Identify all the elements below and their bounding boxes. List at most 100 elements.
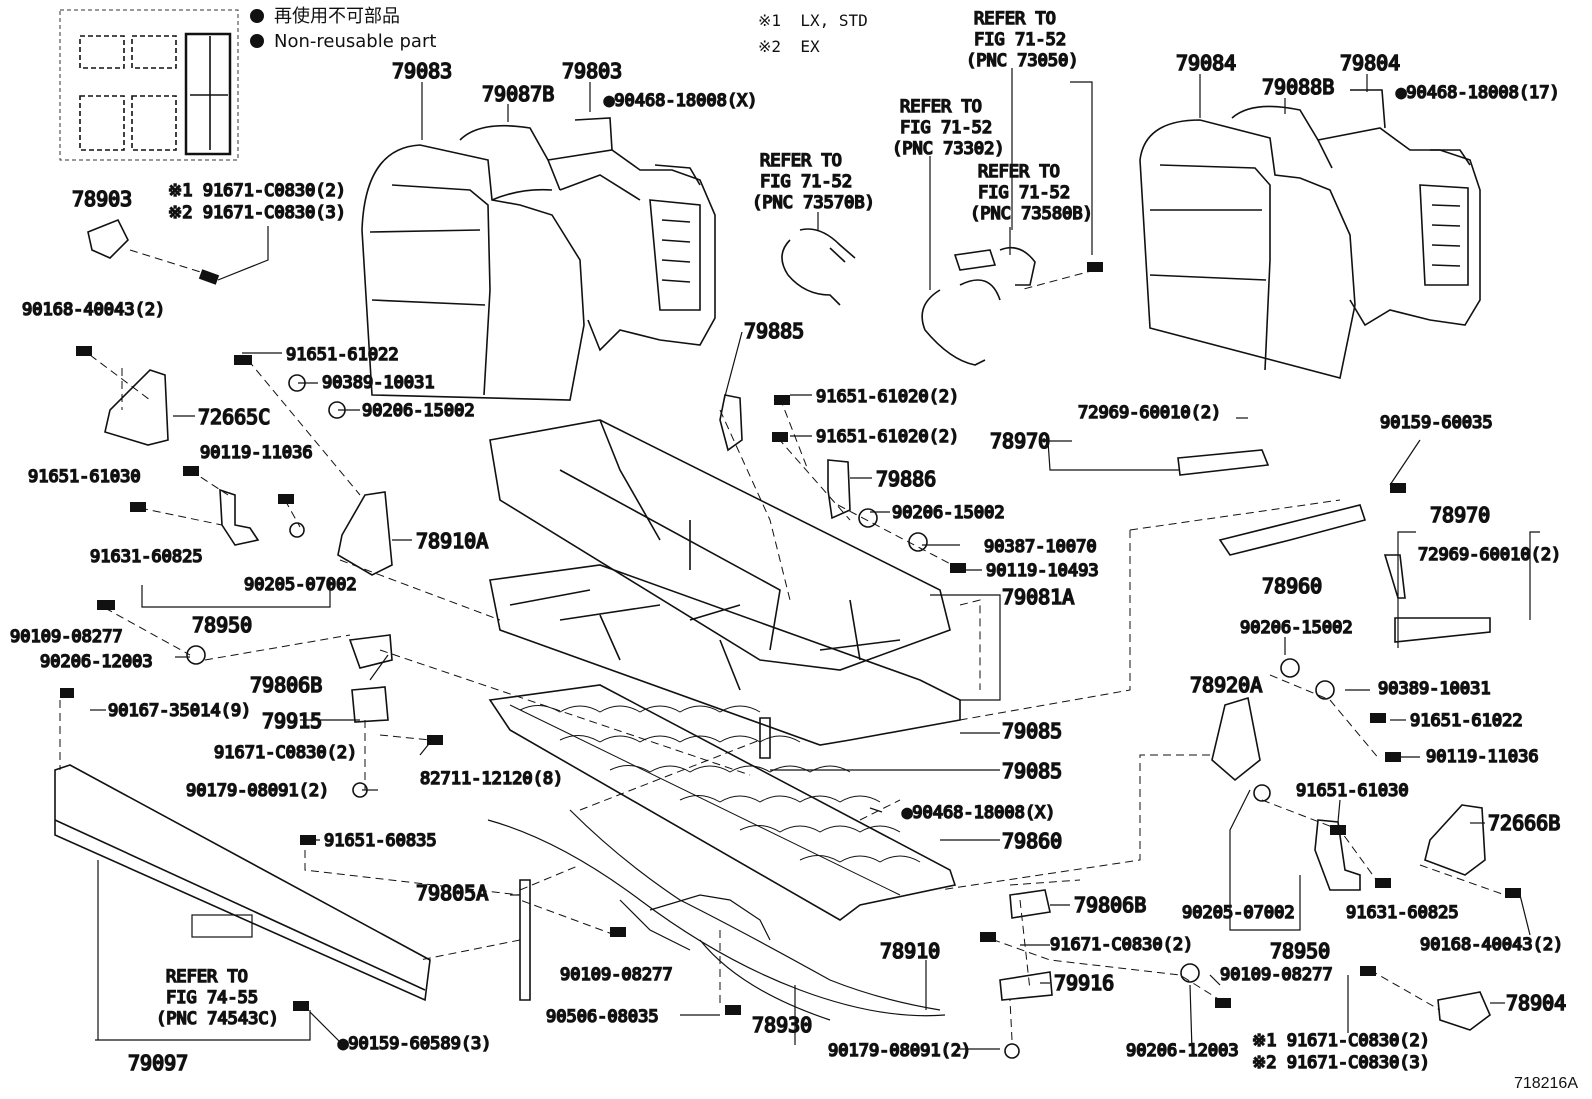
callout-78930: 78930 xyxy=(752,1013,812,1037)
callout-78970: 78970 xyxy=(990,429,1050,453)
part-callouts: 79083 79087B 79803 ●90468-18008(X) REFER… xyxy=(9,8,1567,1076)
non-reusable-dot-icon xyxy=(250,9,264,23)
svg-text:90179-08091(2): 90179-08091(2) xyxy=(828,1041,971,1061)
callout-78904: 78904 xyxy=(1506,991,1566,1015)
svg-text:82711-12120(8): 82711-12120(8) xyxy=(420,769,563,789)
svg-text:91671-C0830(2): 91671-C0830(2) xyxy=(1050,935,1193,955)
callout-78920A: 78920A xyxy=(1190,673,1262,697)
svg-text:90206-15002: 90206-15002 xyxy=(892,503,1005,523)
seat-frame xyxy=(488,684,957,921)
svg-text:(PNC 73302): (PNC 73302) xyxy=(892,139,1005,159)
svg-text:90389-10031: 90389-10031 xyxy=(322,373,435,393)
svg-text:※1 91671-C0830(2): ※1 91671-C0830(2) xyxy=(1252,1031,1430,1051)
svg-text:FIG 74-55: FIG 74-55 xyxy=(166,988,258,1008)
callout-79915: 79915 xyxy=(262,709,322,733)
callout-79087B: 79087B xyxy=(482,82,554,106)
svg-text:90206-15002: 90206-15002 xyxy=(362,401,475,421)
leader-lines xyxy=(90,68,1540,1051)
svg-text:91651-61022: 91651-61022 xyxy=(1410,711,1523,731)
legend-item-en: Non-reusable part xyxy=(250,29,436,54)
svg-text:90389-10031: 90389-10031 xyxy=(1378,679,1491,699)
release-cables xyxy=(487,809,946,1021)
callout-72665C: 72665C xyxy=(198,405,270,429)
svg-text:91651-61030: 91651-61030 xyxy=(1296,781,1409,801)
callout-79860: 79860 xyxy=(1002,829,1062,853)
svg-text:91651-61020(2): 91651-61020(2) xyxy=(816,387,959,407)
callout-90168-40043: 90168-40043(2) xyxy=(22,300,165,320)
callout-79081A: 79081A xyxy=(1002,585,1074,609)
svg-text:(PNC 73570B): (PNC 73570B) xyxy=(752,193,875,213)
screws xyxy=(60,262,1521,1015)
svg-text:91651-60835: 91651-60835 xyxy=(324,831,437,851)
svg-text:90109-08277: 90109-08277 xyxy=(10,627,123,647)
svg-text:※1 91671-C0830(2): ※1 91671-C0830(2) xyxy=(168,181,346,201)
svg-text:90206-12003: 90206-12003 xyxy=(1126,1041,1239,1061)
svg-text:※2 91671-C0830(3): ※2 91671-C0830(3) xyxy=(168,203,346,223)
non-reusable-dot-icon xyxy=(250,34,264,48)
svg-text:90205-07002: 90205-07002 xyxy=(1182,903,1295,923)
svg-text:※2 91671-C0830(3): ※2 91671-C0830(3) xyxy=(1252,1053,1430,1073)
svg-text:91651-61022: 91651-61022 xyxy=(286,345,399,365)
svg-text:90119-10493: 90119-10493 xyxy=(986,561,1099,581)
seat-belt-buckle-right xyxy=(921,246,1036,366)
svg-text:91631-60825: 91631-60825 xyxy=(90,547,203,567)
refer-fig-71-52-d: REFER TO xyxy=(760,151,842,171)
svg-text:90179-08091(2): 90179-08091(2) xyxy=(186,781,329,801)
svg-text:91631-60825: 91631-60825 xyxy=(1346,903,1459,923)
seat-cushion-stack xyxy=(489,419,961,746)
callout-79806B-left: 79806B xyxy=(250,673,322,697)
svg-text:90119-11036: 90119-11036 xyxy=(200,443,313,463)
svg-text:FIG 71-52: FIG 71-52 xyxy=(900,118,992,138)
callout-90468-18008-x: ●90468-18008(X) xyxy=(604,91,758,111)
callout-78910A: 78910A xyxy=(416,529,488,553)
callout-79805A: 79805A xyxy=(416,881,488,905)
svg-text:(PNC 73050): (PNC 73050) xyxy=(966,51,1079,71)
refer-fig-71-52-b: REFER TO xyxy=(900,97,982,117)
svg-text:90506-08035: 90506-08035 xyxy=(546,1007,659,1027)
callout-78903: 78903 xyxy=(72,187,132,211)
callout-79806B-right: 79806B xyxy=(1074,893,1146,917)
callout-78950-right: 78950 xyxy=(1270,939,1330,963)
callout-79085-b: 79085 xyxy=(1002,759,1062,783)
callout-79083: 79083 xyxy=(392,59,452,83)
variant-notes: ※1 LX, STD ※2 EX xyxy=(758,8,868,60)
refer-fig-74-55: REFER TO xyxy=(166,967,248,987)
svg-text:90206-12003: 90206-12003 xyxy=(40,652,153,672)
svg-text:90168-40043(2): 90168-40043(2) xyxy=(1420,935,1563,955)
svg-text:90206-15002: 90206-15002 xyxy=(1240,618,1353,638)
svg-text:72969-60010(2): 72969-60010(2) xyxy=(1418,545,1561,565)
svg-text:91651-61020(2): 91651-61020(2) xyxy=(816,427,959,447)
assembly-dashed-lines xyxy=(59,249,1506,1041)
callout-72666B: 72666B xyxy=(1488,811,1560,835)
svg-text:90167-35014(9): 90167-35014(9) xyxy=(108,701,251,721)
svg-text:(PNC 73580B): (PNC 73580B) xyxy=(970,204,1093,224)
callout-79804: 79804 xyxy=(1340,51,1400,75)
svg-text:90159-60035: 90159-60035 xyxy=(1380,413,1493,433)
svg-text:●90468-18008(X): ●90468-18008(X) xyxy=(902,803,1056,823)
callout-78950-left: 78950 xyxy=(192,613,252,637)
svg-text:90205-07002: 90205-07002 xyxy=(244,575,357,595)
refer-fig-71-52-c: REFER TO xyxy=(978,162,1060,182)
callout-79088B: 79088B xyxy=(1262,75,1334,99)
svg-text:FIG 71-52: FIG 71-52 xyxy=(974,30,1066,50)
callout-79084: 79084 xyxy=(1176,51,1236,75)
callout-79916: 79916 xyxy=(1054,971,1114,995)
vehicle-seat-locator-thumbnail xyxy=(59,9,239,161)
callout-79885: 79885 xyxy=(744,319,804,343)
callout-79886: 79886 xyxy=(876,467,936,491)
small-parts xyxy=(87,218,1491,1031)
callout-79803: 79803 xyxy=(562,59,622,83)
svg-text:90109-08277: 90109-08277 xyxy=(560,965,673,985)
legend-item-jp: 再使用不可部品 xyxy=(250,4,436,29)
svg-text:FIG 71-52: FIG 71-52 xyxy=(760,172,852,192)
svg-text:90109-08277: 90109-08277 xyxy=(1220,965,1333,985)
refer-fig-71-52-a: REFER TO xyxy=(974,9,1056,29)
fasteners xyxy=(186,374,1335,1059)
svg-text:●90159-60589(3): ●90159-60589(3) xyxy=(338,1034,492,1054)
callout-79097: 79097 xyxy=(128,1051,188,1075)
callout-78960: 78960 xyxy=(1262,574,1322,598)
svg-text:90119-11036: 90119-11036 xyxy=(1426,747,1539,767)
lower-cover-panel xyxy=(54,764,431,1002)
callout-78970-right: 78970 xyxy=(1430,503,1490,527)
